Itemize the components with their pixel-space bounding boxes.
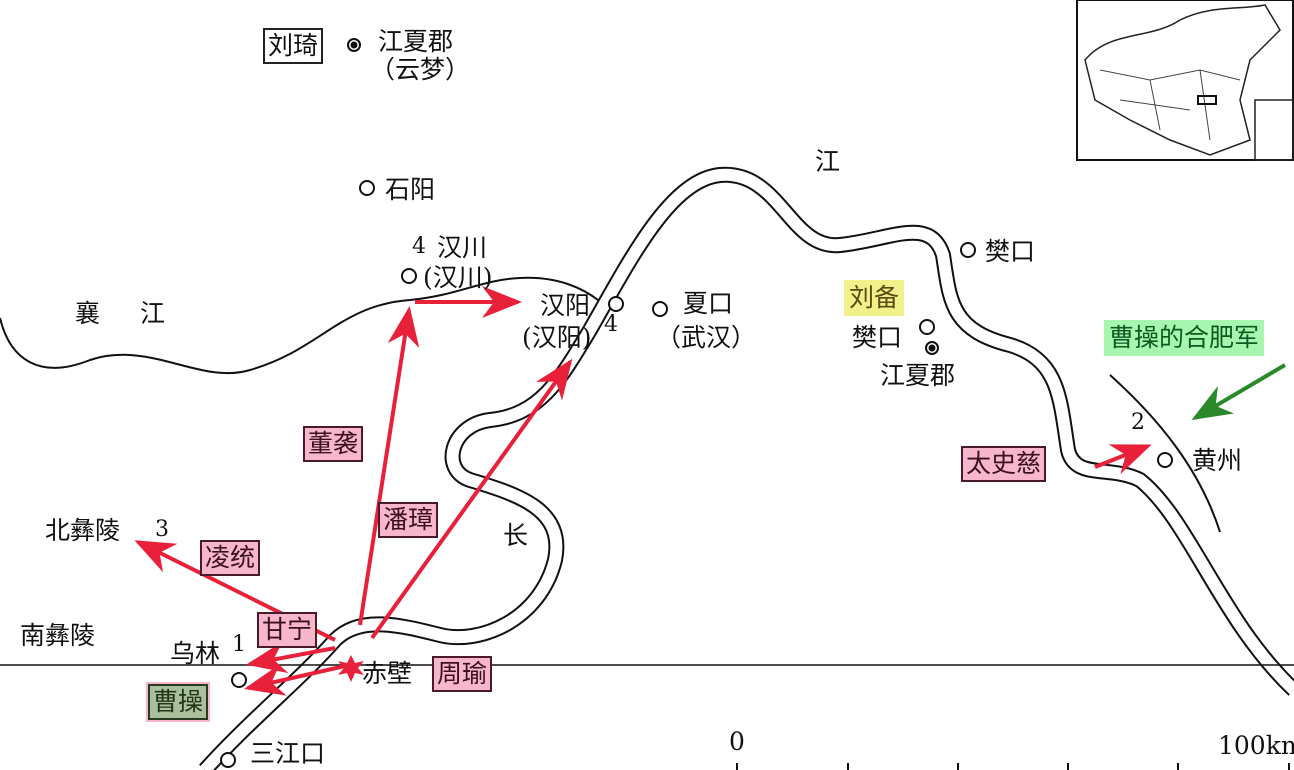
scale-start-label: 0	[729, 727, 745, 756]
place-nanyiling: 南彝陵	[20, 621, 96, 650]
place-hanchuan-modern: (汉川)	[423, 263, 493, 292]
marker-number-4b: 4	[604, 312, 618, 337]
place-jiangxia: 江夏郡	[880, 361, 956, 390]
river-label-xiang: 襄	[75, 299, 101, 328]
place-hanyang: 汉阳	[540, 291, 591, 320]
place-huangzhou: 黄州	[1192, 446, 1243, 475]
place-beiyiling: 北彝陵	[45, 516, 121, 545]
river-label-xiang-jiang: 江	[140, 299, 166, 328]
place-fankou-north: 樊口	[985, 237, 1036, 266]
place-xiakou: 夏口	[683, 289, 734, 318]
place-wuhan: （武汉）	[656, 323, 757, 352]
label-caocao-hefei-army: 曹操的合肥军	[1104, 320, 1265, 356]
river-label-chang: 长	[503, 521, 529, 550]
marker-number-4: 4	[412, 234, 426, 259]
place-hanyang-modern: (汉阳)	[522, 323, 592, 352]
place-yunmeng: （云梦）	[370, 55, 471, 84]
place-fankou: 樊口	[852, 323, 903, 352]
place-jiangxia-north: 江夏郡	[378, 27, 454, 56]
movement-arrows	[134, 286, 1152, 696]
hefei-army-arrow	[1191, 363, 1287, 421]
label-panzhang: 潘璋	[378, 502, 439, 538]
label-zhouyu: 周瑜	[432, 656, 493, 692]
place-hanchuan: 汉川	[437, 233, 488, 262]
marker-number-1: 1	[232, 632, 246, 657]
place-wulin: 乌林	[170, 639, 221, 668]
label-ganning: 甘宁	[257, 612, 318, 648]
place-chibi: 赤壁	[362, 659, 413, 688]
label-liuqi: 刘琦	[263, 28, 324, 64]
han-river	[0, 276, 599, 375]
label-lingtong: 凌统	[200, 540, 261, 576]
label-caocao: 曹操	[145, 682, 211, 722]
place-markers	[220, 38, 1173, 768]
scale-end-label: 100km	[1218, 731, 1294, 760]
yangtze-river	[199, 166, 1294, 770]
label-dongxi: 董袭	[303, 426, 364, 462]
river-branch	[1109, 374, 1221, 533]
inset-china-map	[1076, 0, 1294, 161]
marker-number-3: 3	[155, 517, 169, 542]
place-sanjiangkou: 三江口	[250, 739, 326, 768]
place-shiyang: 石阳	[385, 175, 436, 204]
scale-bar	[736, 763, 1290, 770]
marker-number-2: 2	[1131, 410, 1145, 435]
battle-star-icon	[338, 655, 364, 682]
label-taishici: 太史慈	[961, 446, 1047, 482]
label-liubei: 刘备	[844, 280, 905, 316]
river-label-jiang: 江	[815, 147, 841, 176]
